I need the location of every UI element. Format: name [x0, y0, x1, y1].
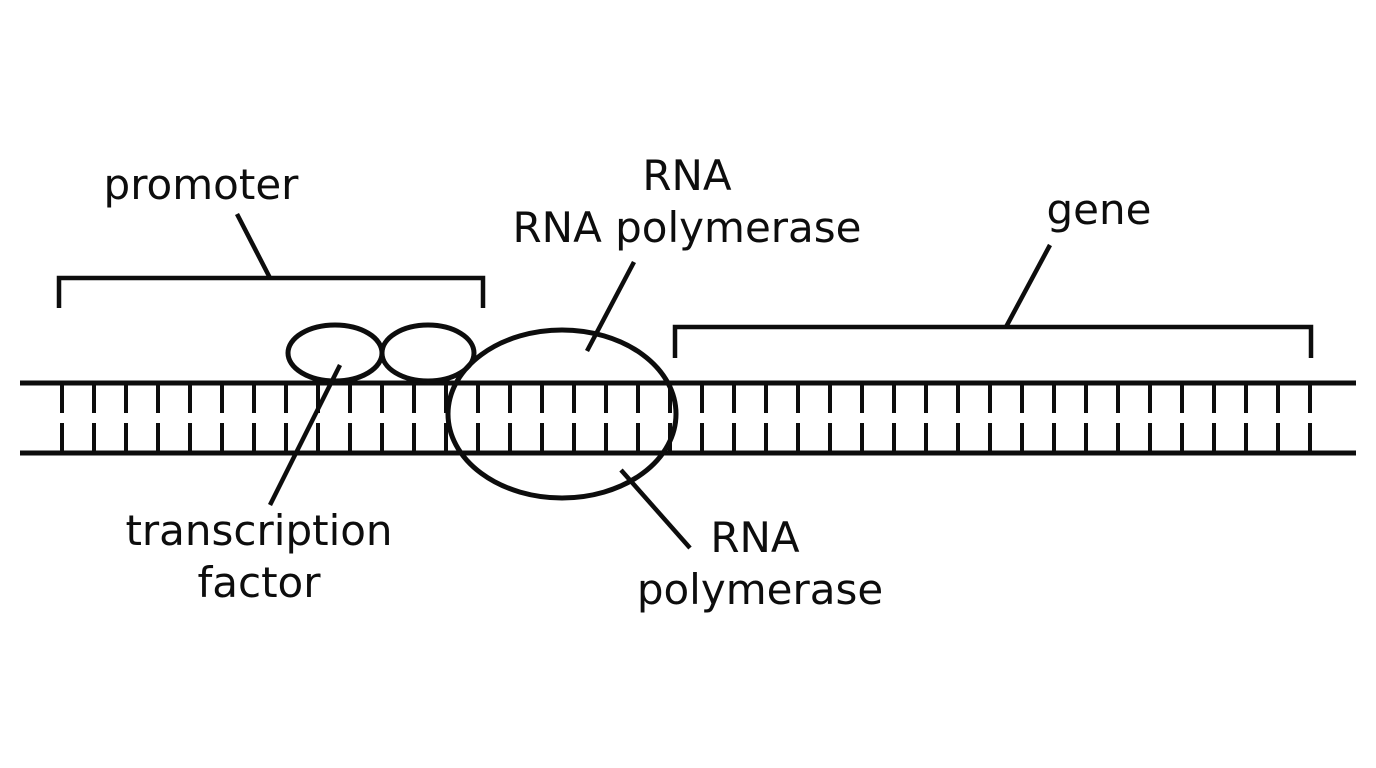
promoter-label: promoter: [104, 160, 300, 209]
transcription-factor-shape-right: [379, 322, 477, 384]
rna-bottom-label-line1: RNA: [710, 513, 800, 562]
rna-top-label-line1: RNA: [642, 151, 732, 200]
promoter-leader-line: [235, 212, 272, 280]
rna-polymerase-bottom-leader-line: [619, 468, 692, 550]
rna-polymerase-shape: [445, 327, 679, 501]
rna-polymerase-top-leader-line: [585, 260, 636, 353]
promoter-bracket: [56, 275, 486, 308]
transcription-factor-leader-line: [267, 363, 343, 507]
rna-bottom-label-line2: polymerase: [637, 565, 883, 614]
dna-base-pairs-top: [60, 385, 1312, 413]
transcription-factor-label-line1: transcription: [125, 506, 392, 555]
dna-double-helix: [20, 380, 1356, 456]
transcription-factor-label-line2: factor: [197, 558, 321, 607]
gene-bracket: [672, 324, 1314, 358]
rna-top-label-line2: RNA polymerase: [512, 203, 861, 252]
gene-leader-line: [1004, 243, 1052, 329]
dna-base-pairs-bottom: [60, 423, 1312, 451]
gene-label: gene: [1047, 185, 1152, 234]
